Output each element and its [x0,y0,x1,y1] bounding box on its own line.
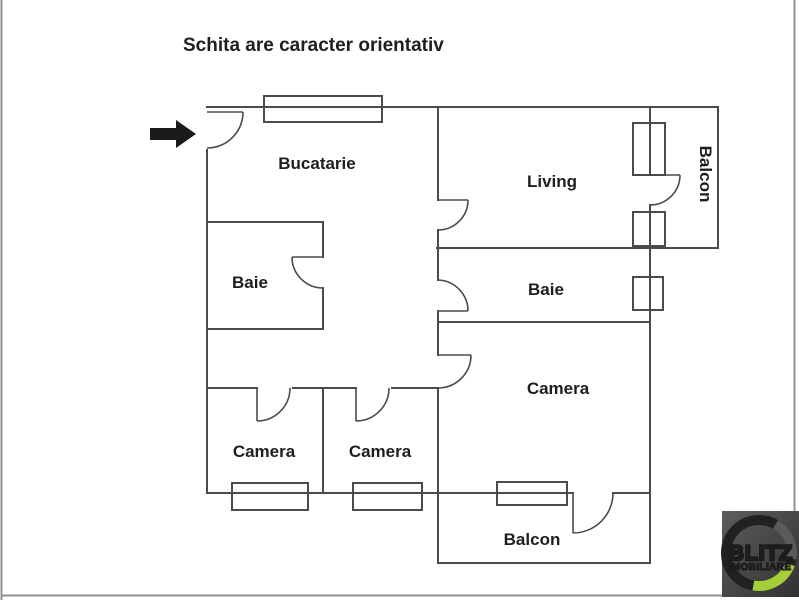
windows [231,95,666,511]
baie-left-door-arc [291,256,324,289]
inner-walls [206,106,651,564]
living-door-arc [437,199,469,231]
room-label-bucatarie: Bucatarie [278,154,355,173]
camera-mid-door-arc [355,387,390,422]
entry-door-arc [206,111,244,149]
room-label-camera-left: Camera [233,442,296,461]
camera-right-door-arc [437,354,472,389]
logo-subtitle-text: IMOBILIARE [729,562,792,573]
room-label-living: Living [527,172,577,191]
balcon-right-door-arc [649,174,681,206]
room-label-balcon-right: Balcon [696,146,715,203]
window-symbol [496,481,568,506]
window-symbol [231,482,309,511]
window-symbol [632,122,666,176]
room-label-camera-mid: Camera [349,442,412,461]
baie-right-door-arc [437,279,469,312]
logo-ring-highlight [772,520,797,560]
logo-name-text: BLITZ [729,542,793,565]
window-symbol [352,482,423,511]
room-labels: Bucatarie Living Balcon Baie Baie Camera… [232,146,715,549]
agency-logo: BLITZ IMOBILIARE [721,511,799,597]
room-label-baie-right: Baie [528,280,564,299]
page-title: Schita are caracter orientativ [183,35,444,56]
window-symbol [263,95,383,123]
room-label-balcon-bottom: Balcon [504,530,561,549]
entrance-arrow-icon [150,120,196,148]
window-symbol [632,276,664,311]
balcon-bottom-door-arc [572,492,614,534]
window-symbol [632,211,666,247]
room-label-camera-right: Camera [527,379,590,398]
outer-walls [206,106,719,564]
room-label-baie-left: Baie [232,273,268,292]
logo-ring-green-segment [752,562,795,591]
walls [206,106,719,564]
doors [206,111,681,534]
camera-left-door-arc [256,387,291,422]
